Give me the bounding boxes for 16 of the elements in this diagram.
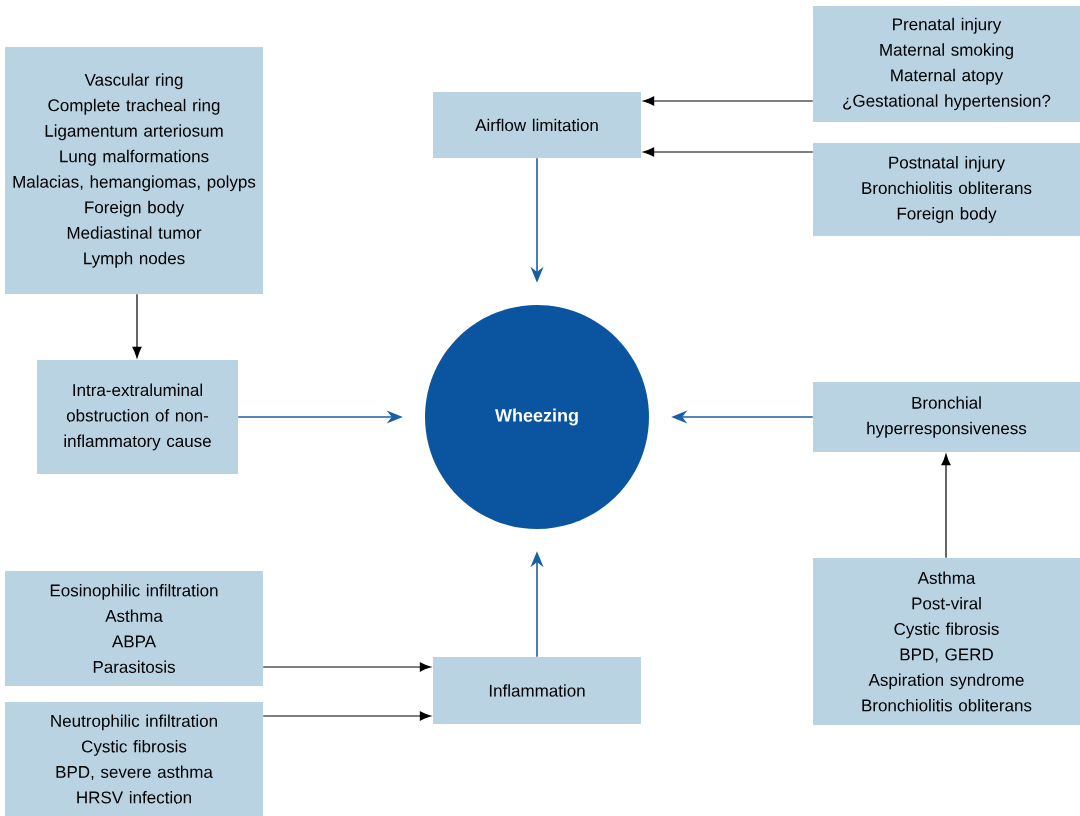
arrow [262, 711, 431, 721]
cause-box: Inflammation [433, 657, 641, 724]
cause-box: Bronchial hyperresponsiveness [813, 382, 1080, 452]
cause-box: Postnatal injury Bronchiolitis obliterans Foreign body [813, 143, 1080, 236]
arrow [262, 662, 431, 672]
cause-box: Neutrophilic infiltration Cystic fibrosis BPD, severe asthma HRSV infection [5, 702, 263, 816]
arrow [643, 96, 814, 106]
cause-box: Prenatal injury Maternal smoking Maternal atopy ¿Gestational hypertension? [813, 6, 1080, 122]
cause-box: Intra-extraluminal obstruction of non-inflammatory cause [37, 360, 238, 474]
arrow [643, 147, 814, 157]
cause-box: Asthma Post-viral Cystic fibrosis BPD, GERD Aspiration syndrome Bronchiolitis obliterans [813, 558, 1080, 725]
arrow [132, 293, 142, 358]
cause-box: Vascular ring Complete tracheal ring Ligamentum arteriosum Lung malformations Malacias, hemangiomas, polyps Foreign body Mediastinal tumor Lymph nodes [5, 47, 263, 294]
arrow [941, 454, 951, 559]
cause-box: Eosinophilic infiltration Asthma ABPA Parasitosis [5, 571, 263, 686]
cause-box: Airflow limitation [433, 92, 641, 158]
